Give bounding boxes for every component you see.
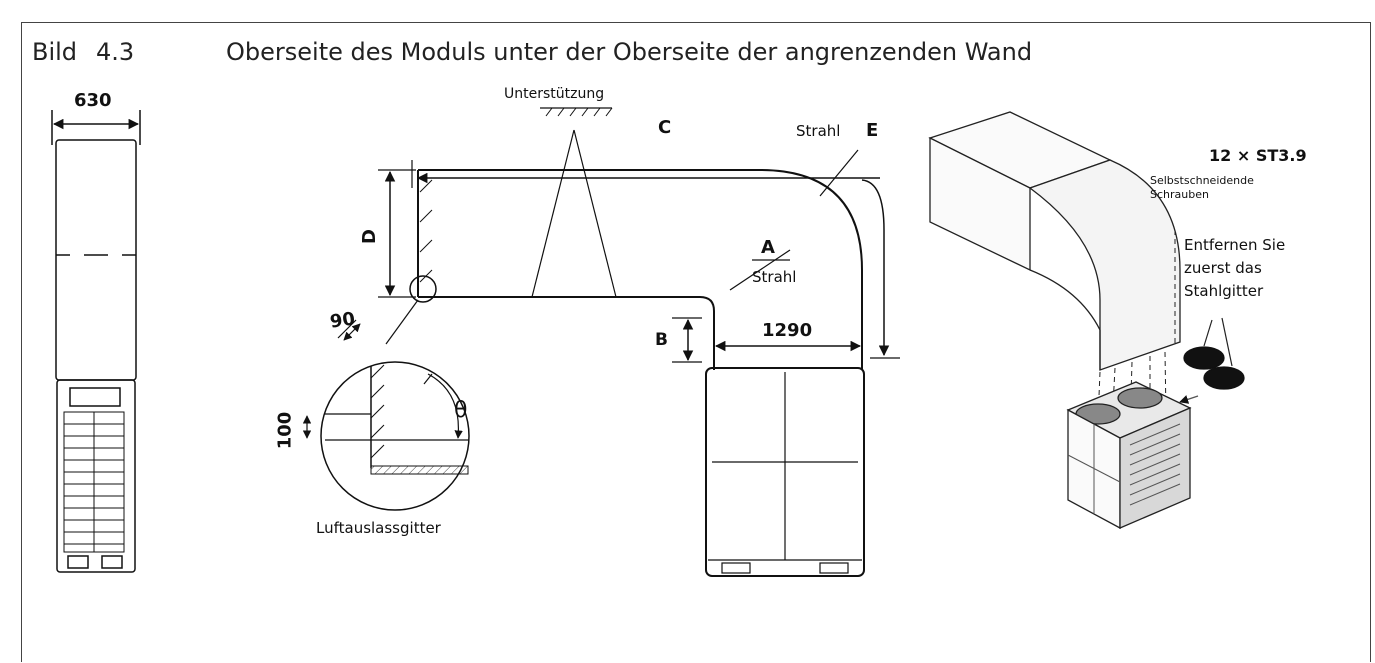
dim-100-label: 100: [274, 411, 296, 450]
figure-title: Oberseite des Moduls unter der Oberseite…: [226, 38, 1033, 66]
figure-label: Bild: [32, 38, 78, 66]
dim-a-label: A: [761, 237, 775, 258]
dim-e-label: E: [866, 120, 879, 141]
remove-note-line-2: zuerst das: [1184, 259, 1262, 277]
figure-number: 4.3: [96, 38, 135, 66]
louver-grid: [63, 411, 125, 553]
outlet-grille-label: Luftauslassgitter: [316, 519, 441, 537]
dim-90-label: 90: [328, 308, 357, 333]
dim-d-label: D: [358, 229, 380, 244]
screws-note-line-2: Schrauben: [1150, 188, 1209, 201]
fan-grille: [1183, 346, 1245, 390]
support-label: Unterstützung: [504, 86, 605, 102]
figure-frame: [21, 22, 1371, 662]
screws-note-line-1: Selbstschneidende: [1150, 174, 1254, 187]
width-1290-label: 1290: [762, 320, 813, 341]
dim-b-label: B: [655, 330, 668, 350]
dim-c-label: C: [658, 117, 672, 138]
width-630-label: 630: [74, 90, 112, 111]
theta-label: θ: [454, 398, 468, 423]
screws-count-label: 12 × ST3.9: [1209, 146, 1307, 165]
remove-note-line-1: Entfernen Sie: [1184, 236, 1286, 254]
remove-note-line-3: Stahlgitter: [1184, 282, 1264, 300]
duct-section: [302, 107, 900, 577]
side-view-unit: [51, 110, 141, 573]
beam-upper-label: Strahl: [796, 122, 841, 140]
beam-lower-label: Strahl: [752, 268, 797, 286]
isometric-assembly: [928, 111, 1245, 530]
